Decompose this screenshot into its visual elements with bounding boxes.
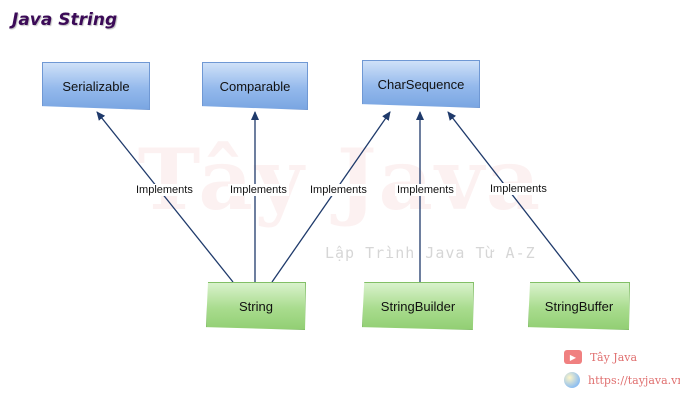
edge-label: Implements bbox=[134, 184, 195, 196]
edge-label: Implements bbox=[488, 183, 549, 195]
watermark-text: Tây Java bbox=[137, 130, 543, 229]
node-label: StringBuffer bbox=[544, 298, 614, 314]
node-serializable: Serializable bbox=[42, 62, 150, 110]
brand-channel: ▶ Tây Java bbox=[564, 350, 637, 364]
node-label: Serializable bbox=[62, 78, 130, 94]
youtube-icon: ▶ bbox=[564, 350, 582, 364]
edge-label: Implements bbox=[228, 184, 289, 196]
diagram-title: Java String bbox=[12, 10, 118, 30]
node-label: Comparable bbox=[219, 78, 291, 94]
arrow-string-serializable bbox=[96, 111, 234, 283]
edge-label: Implements bbox=[395, 184, 456, 196]
node-charsequence: CharSequence bbox=[362, 60, 480, 108]
brand-website-url[interactable]: https://tayjava.vn bbox=[588, 373, 680, 387]
node-stringbuffer: StringBuffer bbox=[528, 282, 630, 330]
node-label: CharSequence bbox=[377, 76, 465, 92]
arrow-string-charsequence bbox=[271, 111, 391, 283]
node-comparable: Comparable bbox=[202, 62, 308, 110]
node-stringbuilder: StringBuilder bbox=[362, 282, 474, 330]
arrow-stringbuffer-charsequence bbox=[447, 111, 581, 283]
watermark-subtext: Lập Trình Java Từ A-Z bbox=[325, 244, 536, 262]
edge-label: Implements bbox=[308, 184, 369, 196]
brand-website[interactable]: https://tayjava.vn bbox=[564, 372, 680, 388]
node-label: StringBuilder bbox=[380, 298, 456, 314]
node-string: String bbox=[206, 282, 306, 330]
globe-icon bbox=[564, 372, 580, 388]
node-label: String bbox=[239, 298, 273, 314]
brand-channel-name: Tây Java bbox=[590, 350, 638, 364]
